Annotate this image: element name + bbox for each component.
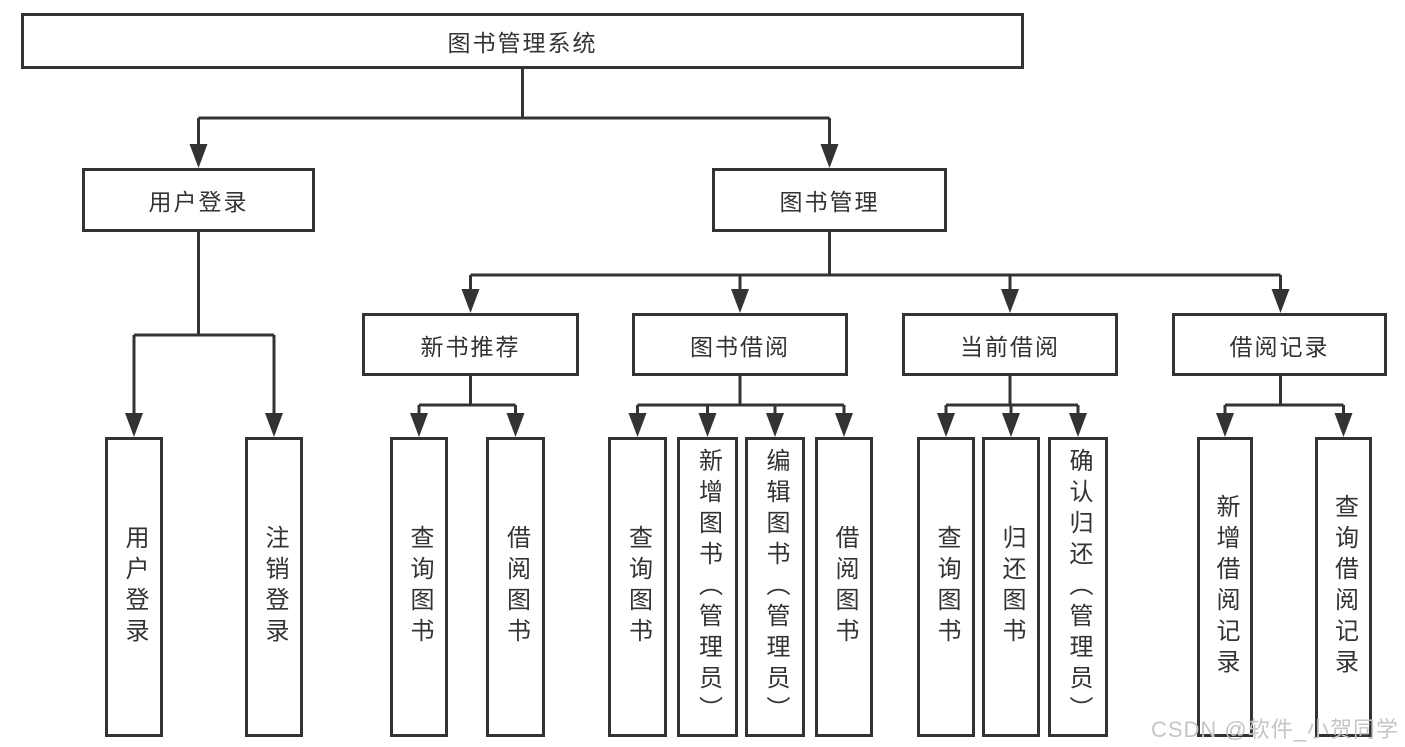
leaf-confirm-return-admin-label: 确认归还（管理员） xyxy=(1065,447,1092,727)
connector-user-login-branch xyxy=(132,232,276,415)
node-borrowing-records-label: 借阅记录 xyxy=(1229,333,1330,360)
leaf-logout: 注销登录 xyxy=(245,437,303,737)
leaf-current-query-books: 查询图书 xyxy=(917,437,975,737)
leaf-query-borrow-record-label: 查询借阅记录 xyxy=(1330,494,1358,680)
node-user-login: 用户登录 xyxy=(82,168,315,232)
connector-book-management-branch xyxy=(469,232,1282,291)
connector-root-branch xyxy=(197,69,831,146)
connector-borrow-records-branch xyxy=(1223,376,1345,415)
leaf-newbook-borrow-books: 借阅图书 xyxy=(486,437,545,737)
leaf-edit-books-admin-label: 编辑图书（管理员） xyxy=(762,447,789,727)
leaf-confirm-return-admin: 确认归还（管理员） xyxy=(1048,437,1108,737)
arrowheads xyxy=(125,144,1353,437)
node-book-management-label: 图书管理 xyxy=(779,189,880,215)
node-user-login-label: 用户登录 xyxy=(148,189,249,215)
leaf-return-books-label: 归还图书 xyxy=(998,525,1025,649)
node-library-management-system-label: 图书管理系统 xyxy=(447,30,598,56)
leaf-add-books-admin-label: 新增图书（管理员） xyxy=(694,447,722,727)
connector-current-borrow-branch xyxy=(944,376,1080,415)
leaf-newbook-query-books: 查询图书 xyxy=(390,437,448,737)
leaf-add-books-admin: 新增图书（管理员） xyxy=(677,437,738,737)
leaf-newbook-borrow-books-label: 借阅图书 xyxy=(502,525,530,649)
leaf-borrow-borrow-books: 借阅图书 xyxy=(815,437,873,737)
leaf-current-query-books-label: 查询图书 xyxy=(933,525,960,649)
node-current-borrowing: 当前借阅 xyxy=(902,313,1118,376)
node-new-book-recommend: 新书推荐 xyxy=(362,313,579,376)
node-new-book-recommend-label: 新书推荐 xyxy=(420,333,521,360)
leaf-edit-books-admin: 编辑图书（管理员） xyxy=(745,437,805,737)
node-book-borrowing-label: 图书借阅 xyxy=(690,333,790,360)
node-library-management-system: 图书管理系统 xyxy=(21,13,1024,69)
leaf-newbook-query-books-label: 查询图书 xyxy=(406,525,433,649)
leaf-add-borrow-record: 新增借阅记录 xyxy=(1197,437,1253,737)
leaf-query-borrow-record: 查询借阅记录 xyxy=(1315,437,1372,737)
leaf-return-books: 归还图书 xyxy=(982,437,1040,737)
node-book-borrowing: 图书借阅 xyxy=(632,313,848,376)
leaf-add-borrow-record-label: 新增借阅记录 xyxy=(1212,494,1239,680)
node-borrowing-records: 借阅记录 xyxy=(1172,313,1387,376)
leaf-user-login: 用户登录 xyxy=(105,437,163,737)
leaf-logout-label: 注销登录 xyxy=(261,525,288,649)
leaf-user-login-label: 用户登录 xyxy=(121,525,148,649)
node-book-management: 图书管理 xyxy=(712,168,947,232)
node-current-borrowing-label: 当前借阅 xyxy=(960,333,1060,360)
leaf-borrow-borrow-books-label: 借阅图书 xyxy=(831,525,858,649)
csdn-watermark: CSDN @软件_小贺同学 xyxy=(1150,717,1399,742)
leaf-borrow-query-books-label: 查询图书 xyxy=(624,525,652,649)
connector-new-book-branch xyxy=(417,376,517,415)
leaf-borrow-query-books: 查询图书 xyxy=(608,437,667,737)
connector-book-borrow-branch xyxy=(636,376,846,415)
